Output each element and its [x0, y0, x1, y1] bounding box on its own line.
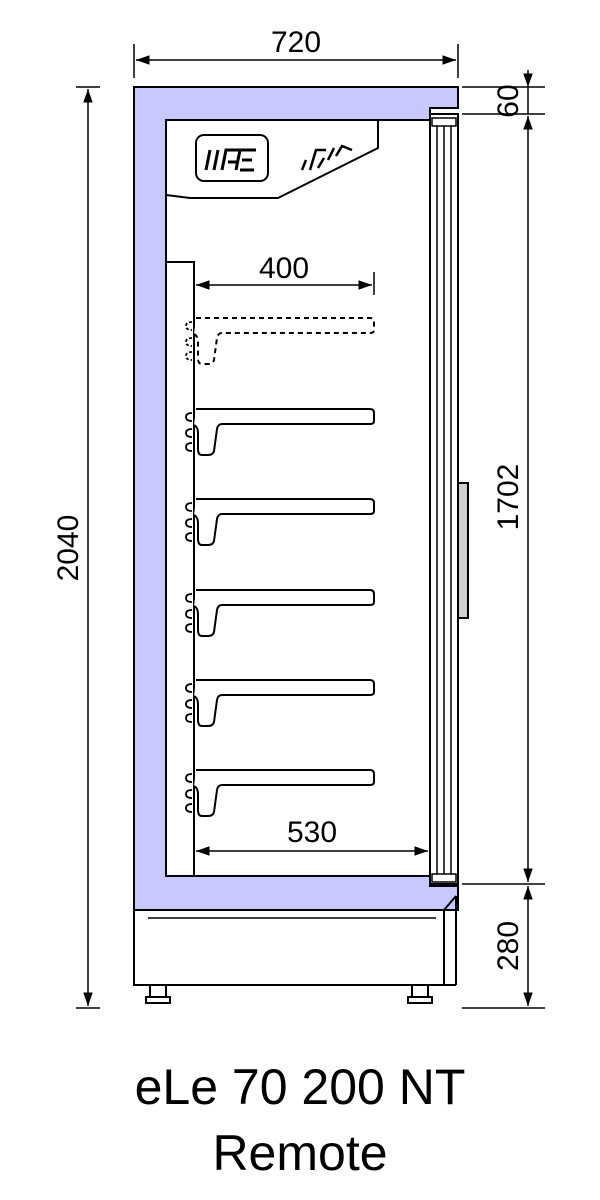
dim-overall-width-label: 720 [271, 26, 321, 59]
canopy-light-icon [300, 144, 353, 171]
ifi-logo-icon [195, 134, 269, 182]
dim-interior-depth-label: 530 [287, 816, 337, 849]
dim-door-height-label: 1702 [492, 464, 525, 531]
canopy [165, 119, 379, 199]
model-title: eLe 70 200 NT [134, 1059, 466, 1115]
dim-interior-depth: 530 [196, 816, 428, 856]
dim-shelf-depth: 400 [196, 252, 375, 295]
door [429, 113, 459, 885]
dim-overall-width: 720 [133, 26, 459, 78]
dim-overall-height: 2040 [52, 86, 100, 1009]
shelf-optional [185, 317, 375, 365]
shelf [185, 769, 375, 817]
shelf [185, 408, 375, 456]
shelves [185, 317, 375, 817]
shelf [185, 498, 375, 546]
model-subtitle: Remote [212, 1125, 388, 1181]
feet [145, 984, 433, 1004]
door-handle [457, 482, 469, 619]
dim-base-height: 280 [462, 886, 545, 1009]
side-view-drawing: 720 2040 60 1702 280 400 530 [52, 26, 545, 1009]
dim-door-height: 1702 [462, 116, 545, 885]
dim-shelf-depth-label: 400 [259, 252, 309, 285]
dim-top-gap: 60 [462, 70, 545, 118]
dim-overall-height-label: 2040 [52, 515, 85, 582]
shelf [185, 679, 375, 727]
dim-top-gap-label: 60 [492, 84, 525, 117]
dim-base-height-label: 280 [492, 921, 525, 971]
shelf [185, 589, 375, 637]
base-plinth [133, 895, 457, 986]
rear-upright [165, 261, 195, 877]
